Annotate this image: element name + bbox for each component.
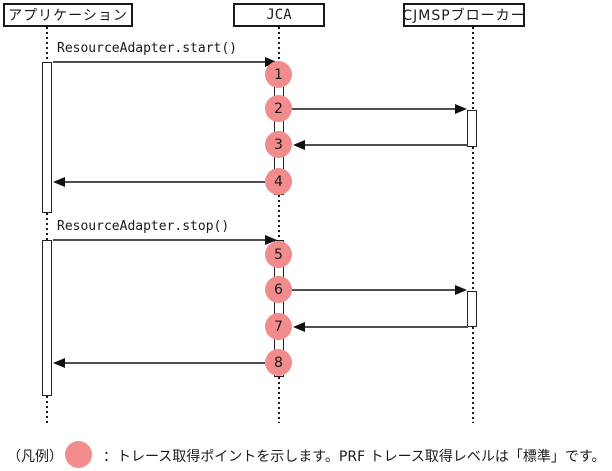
lifeline-jca	[278, 27, 280, 62]
trace-point: 8	[265, 349, 292, 376]
arrowhead-icon	[53, 358, 65, 368]
legend-title: （凡例）	[7, 449, 63, 465]
trace-point: 1	[265, 61, 292, 88]
message-line-broker-to-jca-2	[305, 326, 468, 328]
activation-jca-stop	[274, 240, 284, 377]
arrowhead-icon	[455, 285, 467, 295]
trace-point-number: 7	[274, 318, 283, 335]
message-label-stop: ResourceAdapter.stop()	[57, 219, 230, 234]
trace-point-number: 5	[274, 246, 283, 263]
activation-application-stop	[42, 240, 52, 396]
trace-point: 6	[265, 276, 292, 303]
message-line-broker-to-jca	[305, 144, 468, 146]
lifeline-label-application: アプリケーション	[8, 8, 128, 24]
trace-point-number: 8	[274, 354, 283, 371]
lifeline-jca	[278, 377, 280, 423]
legend-trace-point-icon	[65, 441, 92, 468]
arrowhead-icon	[293, 322, 305, 332]
lifeline-jca	[278, 195, 280, 240]
trace-point-number: 1	[274, 66, 283, 83]
lifeline-application	[46, 213, 48, 240]
trace-point-number: 4	[274, 173, 283, 190]
arrowhead-icon	[455, 104, 467, 114]
lifeline-box-jca: JCA	[233, 3, 325, 27]
trace-point: 2	[265, 95, 292, 122]
message-line-start	[53, 61, 266, 63]
lifeline-box-application: アプリケーション	[3, 3, 133, 27]
lifeline-broker	[472, 27, 474, 110]
activation-broker-stop	[467, 291, 477, 327]
activation-broker-start	[467, 110, 477, 147]
lifeline-application	[46, 27, 48, 62]
message-label-start: ResourceAdapter.start()	[57, 41, 238, 56]
message-line-return-start	[65, 181, 265, 183]
trace-point-number: 3	[274, 136, 283, 153]
activation-application-start	[42, 62, 52, 213]
arrowhead-icon	[293, 140, 305, 150]
arrowhead-icon	[53, 177, 65, 187]
legend-description: ：トレース取得ポイントを示します。PRF トレース取得レベルは「標準」です。	[103, 449, 606, 465]
lifeline-label-broker: CJMSPブローカー	[402, 8, 526, 24]
message-line-stop	[53, 239, 266, 241]
message-line-return-stop	[65, 362, 265, 364]
message-line-jca-to-broker-2	[292, 289, 456, 291]
lifeline-label-jca: JCA	[266, 7, 292, 23]
lifeline-box-broker: CJMSPブローカー	[402, 3, 526, 27]
trace-point: 4	[265, 168, 292, 195]
lifeline-broker	[472, 327, 474, 423]
trace-point-number: 2	[274, 100, 283, 117]
lifeline-application	[46, 396, 48, 423]
trace-point-number: 6	[274, 281, 283, 298]
message-line-jca-to-broker	[292, 108, 456, 110]
arrowhead-icon	[265, 235, 277, 245]
lifeline-broker	[472, 147, 474, 291]
trace-point: 7	[265, 313, 292, 340]
trace-point: 3	[265, 131, 292, 158]
trace-point: 5	[265, 241, 292, 268]
